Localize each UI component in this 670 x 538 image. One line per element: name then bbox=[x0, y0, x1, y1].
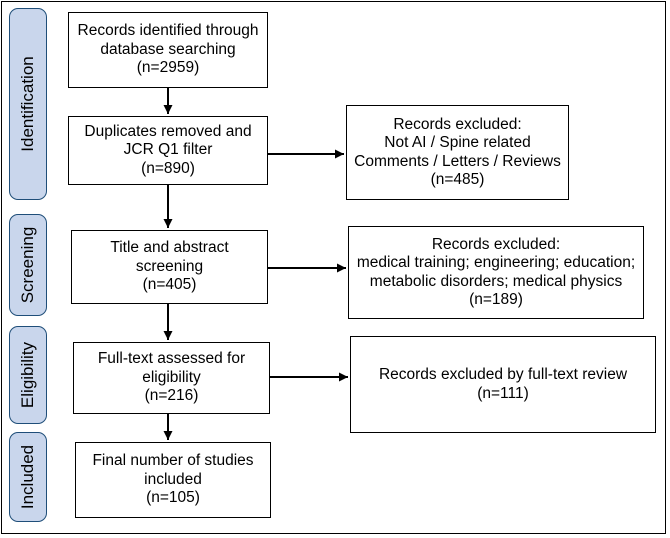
full-text-count: (n=216) bbox=[144, 387, 199, 405]
final-studies-line-2: included bbox=[144, 470, 202, 488]
records-identified-line-2: database searching bbox=[100, 40, 236, 58]
phase-identification: Identification bbox=[9, 8, 47, 200]
phase-included: Included bbox=[9, 432, 47, 522]
records-identified-count: (n=2959) bbox=[136, 59, 200, 77]
final-studies-line-1: Final number of studies bbox=[92, 452, 254, 470]
excluded-identification-line-1: Records excluded: bbox=[393, 115, 522, 133]
full-text-line-2: eligibility bbox=[142, 368, 201, 386]
duplicates-removed-line-1: Duplicates removed and bbox=[84, 122, 252, 140]
phase-screening: Screening bbox=[9, 214, 47, 316]
excluded-identification-line-2: Not AI / Spine related bbox=[384, 134, 531, 151]
excluded-screening-count: (n=189) bbox=[469, 291, 523, 308]
title-abstract-line-1: Title and abstract bbox=[110, 239, 229, 257]
excluded-identification-line-3: Comments / Letters / Reviews bbox=[354, 152, 561, 170]
excluded-fulltext-line-1: Records excluded by full-text review bbox=[378, 366, 628, 383]
title-abstract-box: Title and abstract screening (n=405) bbox=[71, 230, 268, 304]
full-text-box: Full-text assessed for eligibility (n=21… bbox=[73, 342, 270, 414]
excluded-screening-line-3: metabolic disorders; medical physics bbox=[369, 272, 623, 290]
title-abstract-line-2: screening bbox=[135, 257, 204, 275]
phase-eligibility: Eligibility bbox=[9, 326, 47, 424]
excluded-fulltext-box: Records excluded by full-text review (n=… bbox=[350, 336, 656, 433]
duplicates-removed-box: Duplicates removed and JCR Q1 filter (n=… bbox=[68, 116, 268, 185]
final-studies-count: (n=105) bbox=[146, 489, 200, 507]
final-studies-box: Final number of studies included (n=105) bbox=[75, 442, 271, 518]
title-abstract-count: (n=405) bbox=[142, 276, 197, 294]
records-identified-line-1: Records identified through bbox=[77, 22, 259, 40]
full-text-line-1: Full-text assessed for bbox=[97, 350, 246, 368]
excluded-identification-count: (n=485) bbox=[430, 171, 485, 188]
duplicates-removed-count: (n=890) bbox=[141, 159, 195, 177]
records-identified-box: Records identified through database sear… bbox=[68, 12, 268, 88]
excluded-screening-line-1: Records excluded: bbox=[431, 235, 561, 253]
excluded-fulltext-count: (n=111) bbox=[477, 384, 529, 402]
excluded-screening-box: Records excluded: medical training; engi… bbox=[348, 226, 644, 319]
duplicates-removed-line-2: JCR Q1 filter bbox=[123, 141, 213, 159]
excluded-identification-box: Records excluded: Not AI / Spine related… bbox=[346, 105, 569, 200]
excluded-screening-line-2: medical training; engineering; education… bbox=[356, 254, 636, 271]
